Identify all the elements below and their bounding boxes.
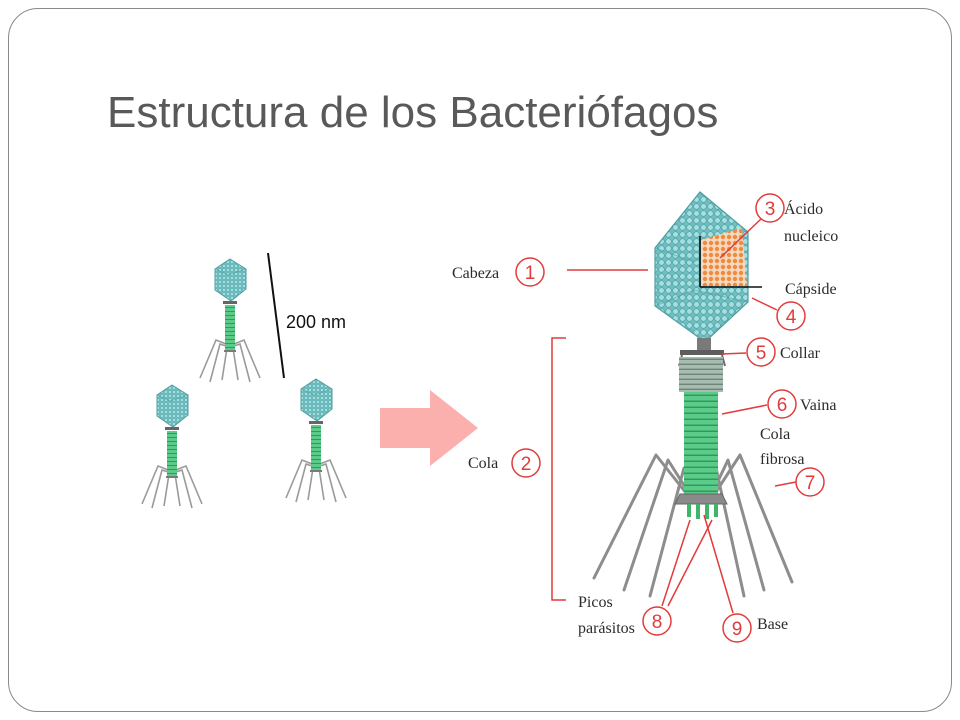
- phage-small-bottom-left: [141, 384, 203, 509]
- label-cola-fibrosa-line2: fibrosa: [760, 451, 804, 468]
- leader-line-collar: [721, 352, 747, 355]
- label-cabeza: Cabeza: [452, 265, 499, 282]
- phage-collar: [223, 301, 237, 304]
- phage-large: [592, 191, 794, 598]
- callout-3-circle: [755, 193, 785, 223]
- phage-base-plate: [310, 470, 322, 472]
- capsid-facets-lower: [654, 289, 749, 307]
- label-acido: Ácido: [784, 199, 823, 218]
- leader-line-picos-a: [661, 519, 691, 607]
- label-picos: Picos: [578, 594, 613, 611]
- neck: [697, 338, 711, 352]
- collar: [680, 350, 724, 355]
- label-capside: Cápside: [785, 281, 837, 298]
- phage-small-top: [199, 258, 261, 383]
- sheath-upper: [679, 357, 723, 392]
- callout-6-number: 6: [777, 395, 788, 416]
- slide-title: Estructura de los Bacteriófagos: [107, 88, 719, 137]
- phage-tail-fibers: [141, 464, 203, 509]
- label-parasitos: parásitos: [578, 620, 635, 637]
- phage-head-facets: [156, 394, 189, 402]
- transition-arrow: [380, 390, 478, 466]
- callout-2-number: 2: [521, 454, 532, 475]
- phage-tail: [225, 305, 235, 351]
- cola-bracket: [551, 337, 566, 601]
- phage-tail-fibers: [285, 458, 347, 503]
- scale-bar: [267, 252, 285, 379]
- label-cola-fibrosa-line1: Cola: [760, 426, 790, 443]
- callout-9-circle: [722, 613, 752, 643]
- phage-small-bottom-right: [285, 378, 347, 503]
- leader-line-capside: [751, 297, 778, 311]
- phage-head: [156, 384, 189, 428]
- callout-4-circle: [776, 301, 806, 331]
- label-cola: Cola: [468, 455, 498, 472]
- callout-6-circle: [767, 389, 797, 419]
- spikes: [687, 504, 718, 519]
- callout-3-number: 3: [765, 199, 776, 220]
- callout-1-number: 1: [525, 263, 536, 284]
- leader-line-base: [703, 514, 734, 614]
- slide-frame: [8, 8, 952, 712]
- leader-line-acido-nucleico: [719, 218, 762, 259]
- callout-5-number: 5: [756, 343, 767, 364]
- leader-line-picos-b: [667, 519, 713, 607]
- callout-8-circle: [642, 606, 672, 636]
- leader-line-cola-fibrosa: [774, 481, 797, 487]
- phage-collar: [309, 421, 323, 424]
- callout-1-circle: [515, 257, 545, 287]
- phage-head: [214, 258, 247, 302]
- base-plate: [674, 493, 728, 505]
- callout-8-number: 8: [652, 612, 663, 633]
- callout-7-circle: [795, 467, 825, 497]
- phage-head-facets: [300, 388, 333, 396]
- callout-4-number: 4: [786, 307, 797, 328]
- callout-7-number: 7: [805, 473, 816, 494]
- phage-head-facets: [214, 268, 247, 276]
- phage-tail: [167, 431, 177, 477]
- label-nucleico: nucleico: [784, 228, 838, 245]
- phage-collar: [165, 427, 179, 430]
- sheath: [684, 392, 718, 496]
- callout-2-circle: [511, 448, 541, 478]
- label-vaina: Vaina: [800, 397, 836, 414]
- scale-label: 200 nm: [286, 312, 346, 332]
- phage-base-plate: [224, 350, 236, 352]
- collar-hook-right: [721, 354, 726, 367]
- leader-line-vaina: [721, 404, 768, 415]
- callout-5-circle: [746, 337, 776, 367]
- phage-base-plate: [166, 476, 178, 478]
- phage-tail-fibers: [199, 338, 261, 383]
- callout-9-number: 9: [732, 619, 743, 640]
- phage-head: [300, 378, 333, 422]
- phage-tail: [311, 425, 321, 471]
- label-collar: Collar: [780, 345, 821, 362]
- callout-lines: [551, 218, 797, 614]
- label-base: Base: [757, 616, 788, 633]
